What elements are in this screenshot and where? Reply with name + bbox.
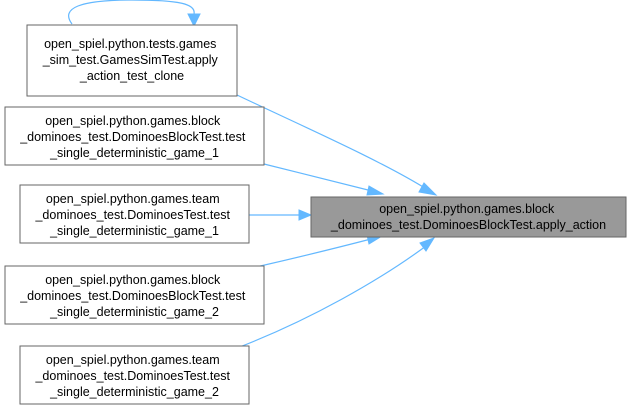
target-node-line: _dominoes_test.DominoesBlockTest.apply_a… [330,218,606,232]
arrowhead-caller-2 [366,185,385,196]
caller-node-line: _sim_test.GamesSimTest.apply [42,53,219,67]
caller-node[interactable]: open_spiel.python.games.team _dominoes_t… [19,184,250,244]
caller-node-line: open_spiel.python.games.block [45,273,221,287]
arrowhead-caller-1 [418,182,438,196]
svg-text:open_spiel.python.games.block: open_spiel.python.games.block _dominoes_… [330,202,606,232]
svg-text:open_spiel.python.tests.games: open_spiel.python.tests.games _sim_test.… [42,37,222,83]
svg-text:open_spiel.python.games.team: open_spiel.python.games.team _dominoes_t… [34,353,233,399]
edges [68,0,438,349]
edge-caller-5 [236,245,427,349]
caller-node-box [4,265,265,325]
edge-caller-1 [236,94,429,191]
caller-node-line: open_spiel.python.games.team [46,353,220,367]
caller-node-line: _dominoes_test.DominoesTest.test [34,369,230,383]
svg-text:open_spiel.python.games.block: open_spiel.python.games.block _dominoes_… [19,114,249,160]
arrowhead-caller-3 [298,209,313,221]
caller-node[interactable]: open_spiel.python.games.block _dominoes_… [4,106,265,166]
caller-node-box [19,184,250,244]
caller-node-line: _dominoes_test.DominoesBlockTest.test [19,130,246,144]
target-node-line: open_spiel.python.games.block [379,202,555,216]
caller-node-line: _action_test_clone [79,69,184,83]
caller-node-line: _dominoes_test.DominoesTest.test [34,208,230,222]
svg-text:open_spiel.python.games.team: open_spiel.python.games.team _dominoes_t… [34,192,233,238]
svg-text:open_spiel.python.games.block: open_spiel.python.games.block _dominoes_… [19,273,249,319]
self-call-edge [68,0,195,25]
arrowhead-caller-5 [419,237,436,252]
caller-node-line: open_spiel.python.games.block [45,114,221,128]
caller-node-line: _single_deterministic_game_1 [49,224,219,238]
caller-node-line: _single_deterministic_game_2 [49,385,219,399]
caller-node-box [19,345,250,405]
target-node[interactable]: open_spiel.python.games.block _dominoes_… [310,196,627,238]
caller-node[interactable]: open_spiel.python.games.block _dominoes_… [4,265,265,325]
caller-node[interactable]: open_spiel.python.tests.games _sim_test.… [26,24,238,97]
caller-node-line: _single_deterministic_game_2 [49,305,219,319]
edge-caller-2 [263,163,373,192]
caller-node-box [4,106,265,166]
caller-node[interactable]: open_spiel.python.games.team _dominoes_t… [19,345,250,405]
caller-node-line: _dominoes_test.DominoesBlockTest.test [19,289,246,303]
self-call-arrowhead [187,13,201,28]
caller-node-line: open_spiel.python.tests.games [44,37,216,51]
target-node-box [310,196,627,238]
caller-node-line: _single_deterministic_game_1 [49,146,219,160]
edge-caller-4 [255,238,372,268]
caller-node-line: open_spiel.python.games.team [46,192,220,206]
caller-node-box [26,24,238,97]
